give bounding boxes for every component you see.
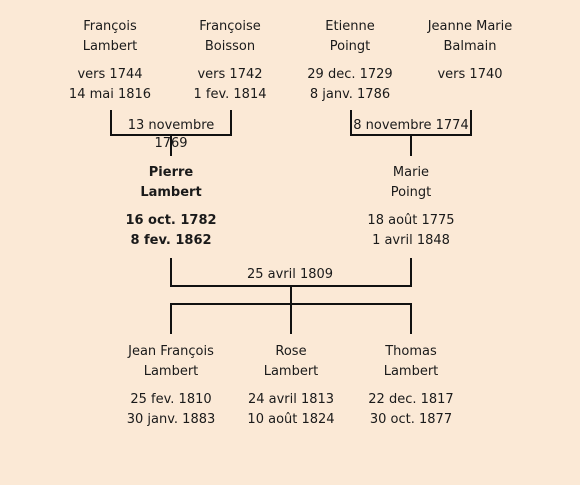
first-name: Françoise <box>199 19 261 34</box>
person-dates: 29 dec. 1729 8 janv. 1786 <box>285 65 415 105</box>
birth-date: 18 août 1775 <box>367 213 455 228</box>
connector-line <box>410 258 412 287</box>
last-name: Boisson <box>204 39 256 54</box>
person-dates: vers 1742 1 fev. 1814 <box>165 65 295 105</box>
person-dates: 22 dec. 1817 30 oct. 1877 <box>346 390 476 430</box>
last-name: Poingt <box>329 39 371 54</box>
birth-date: 22 dec. 1817 <box>368 392 454 407</box>
connector-line <box>290 303 292 334</box>
person-dates: 18 août 1775 1 avril 1848 <box>346 211 476 251</box>
person-dates: vers 1740 <box>405 65 535 85</box>
connector-line <box>350 110 352 136</box>
death-date: 8 janv. 1786 <box>309 87 391 102</box>
connector-line <box>410 303 412 334</box>
connector-line <box>410 134 412 156</box>
birth-date: 25 fev. 1810 <box>130 392 212 407</box>
marriage-date-parents: 25 avril 1809 <box>246 267 334 282</box>
first-name: Jean François <box>128 344 214 359</box>
last-name: Lambert <box>263 364 319 379</box>
connector-line <box>170 258 172 287</box>
birth-date: vers 1740 <box>437 67 503 82</box>
death-date: 8 fev. 1862 <box>130 233 212 248</box>
first-name: Rose <box>275 344 307 359</box>
marriage-date-right: 8 novembre 1774 <box>353 118 469 133</box>
birth-date: 29 dec. 1729 <box>307 67 393 82</box>
death-date: 10 août 1824 <box>247 412 335 427</box>
death-date: 1 avril 1848 <box>372 233 450 248</box>
last-name: Lambert <box>82 39 138 54</box>
last-name: Lambert <box>143 364 199 379</box>
first-name: Etienne <box>325 19 375 34</box>
connector-line <box>170 134 172 156</box>
birth-date: 24 avril 1813 <box>247 392 335 407</box>
last-name: Poingt <box>390 185 432 200</box>
first-name: Thomas <box>385 344 437 359</box>
first-name: Pierre <box>148 165 194 180</box>
death-date: 30 oct. 1877 <box>369 412 453 427</box>
person-dates: 25 fev. 1810 30 janv. 1883 <box>106 390 236 430</box>
death-date: 30 janv. 1883 <box>126 412 216 427</box>
person-dates: vers 1744 14 mai 1816 <box>45 65 175 105</box>
last-name: Lambert <box>383 364 439 379</box>
marriage-date-left: 13 novembre 1769 <box>127 118 215 151</box>
first-name: Marie <box>392 165 430 180</box>
birth-date: vers 1742 <box>197 67 263 82</box>
last-name: Balmain <box>443 39 497 54</box>
connector-line <box>230 110 232 136</box>
person-dates: 16 oct. 1782 8 fev. 1862 <box>106 211 236 251</box>
connector-line <box>470 110 472 136</box>
first-name: François <box>83 19 137 34</box>
birth-date: 16 oct. 1782 <box>125 213 217 228</box>
death-date: 1 fev. 1814 <box>193 87 267 102</box>
last-name: Lambert <box>140 185 202 200</box>
connector-line <box>290 285 292 305</box>
birth-date: vers 1744 <box>77 67 143 82</box>
connector-line <box>110 110 112 136</box>
death-date: 14 mai 1816 <box>68 87 152 102</box>
first-name: Jeanne Marie <box>427 19 513 34</box>
person-dates: 24 avril 1813 10 août 1824 <box>226 390 356 430</box>
connector-line <box>170 303 172 334</box>
